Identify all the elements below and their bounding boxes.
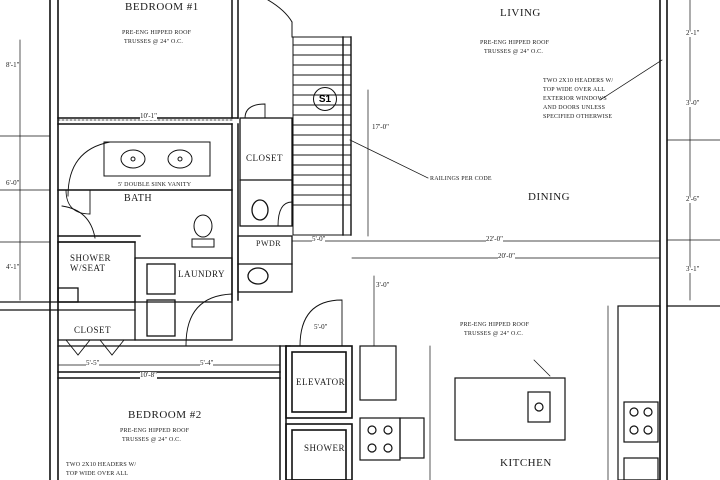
note-bedroom2-truss: PRE-ENG HIPPED ROOF: [120, 428, 190, 434]
note-living-truss-spacing: TRUSSES @ 24" O.C.: [484, 49, 544, 55]
room-label-closet-upper: CLOSET: [246, 153, 284, 163]
dim-elevator: 5'-0": [314, 323, 328, 331]
note-bedroom2-headers-1: TWO 2X10 HEADERS W/: [66, 462, 137, 468]
exterior-wall-left: [49, 0, 59, 480]
room-label-shower-seat: SHOWER W/SEAT: [70, 253, 111, 273]
room-label-shower: SHOWER: [304, 443, 345, 453]
dim-bottom-c: 5'-4": [200, 359, 214, 367]
dim-left-b: 6'-0": [6, 179, 20, 187]
room-label-elevator: ELEVATOR: [296, 377, 346, 387]
dim-dining-width-2: 20'-0": [498, 252, 515, 260]
toilet: [191, 214, 215, 248]
shower-lower: [285, 423, 353, 480]
dim-right-d: 3'-1": [686, 265, 700, 273]
dim-left-c: 4'-1": [6, 263, 20, 271]
section-marker: S1: [313, 87, 337, 111]
dim-stair: 17'-0": [372, 123, 389, 131]
stair: [267, 0, 352, 236]
room-label-living: LIVING: [500, 7, 541, 19]
note-headers-4: AND DOORS UNLESS: [543, 105, 606, 111]
dim-dining-width: 22'-0": [486, 235, 503, 243]
room-label-bedroom2: BEDROOM #2: [128, 409, 202, 421]
room-label-dining: DINING: [528, 191, 571, 203]
dim-bath-top: 10'-1": [140, 112, 157, 120]
dim-left-a: 8'-1": [6, 61, 20, 69]
note-vanity: 5' DOUBLE SINK VANITY: [118, 182, 192, 188]
note-bedroom1-truss-spacing: TRUSSES @ 24" O.C.: [124, 39, 184, 45]
closet-upper: [239, 103, 293, 227]
bedroom1-wall: [57, 0, 239, 125]
note-bedroom1-truss: PRE-ENG HIPPED ROOF: [122, 30, 192, 36]
room-label-bedroom1: BEDROOM #1: [125, 1, 199, 13]
note-bedroom2-truss-spacing: TRUSSES @ 24" O.C.: [122, 437, 182, 443]
dim-mid-b: 3'-0": [376, 281, 390, 289]
note-bedroom2-headers-2: TOP WIDE OVER ALL: [66, 471, 129, 477]
room-label-laundry: LAUNDRY: [178, 269, 226, 279]
dim-right-c: 2'-6": [686, 195, 700, 203]
note-kitchen-truss: PRE-ENG HIPPED ROOF: [460, 322, 530, 328]
dim-right-a: 2'-1": [686, 29, 700, 37]
kitchen-counters: [359, 305, 720, 480]
room-label-bath: BATH: [124, 193, 153, 204]
dim-right-b: 3'-0": [686, 99, 700, 107]
double-vanity: [103, 141, 211, 177]
dim-bottom-a: 5'-5": [86, 359, 100, 367]
room-label-closet-lower: CLOSET: [74, 325, 112, 335]
note-kitchen-truss-spacing: TRUSSES @ 24" O.C.: [464, 331, 524, 337]
exterior-wall-right: [659, 0, 668, 480]
note-headers-3: EXTERIOR WINDOWS: [543, 96, 607, 102]
room-label-kitchen: KITCHEN: [500, 457, 552, 469]
dim-mid-a: 5'-0": [312, 235, 326, 243]
powder-room: [237, 235, 293, 293]
note-living-truss: PRE-ENG HIPPED ROOF: [480, 40, 550, 46]
note-headers-1: TWO 2X10 HEADERS W/: [543, 78, 614, 84]
dim-bottom-b: 10'-8": [140, 371, 157, 379]
room-label-powder: PWDR: [256, 239, 282, 248]
elevator-shaft: [285, 299, 353, 419]
note-headers-5: SPECIFIED OTHERWISE: [543, 114, 613, 120]
closet-lower: [0, 301, 291, 356]
note-railing: RAILINGS PER CODE: [430, 176, 492, 182]
note-headers-2: TOP WIDE OVER ALL: [543, 87, 606, 93]
